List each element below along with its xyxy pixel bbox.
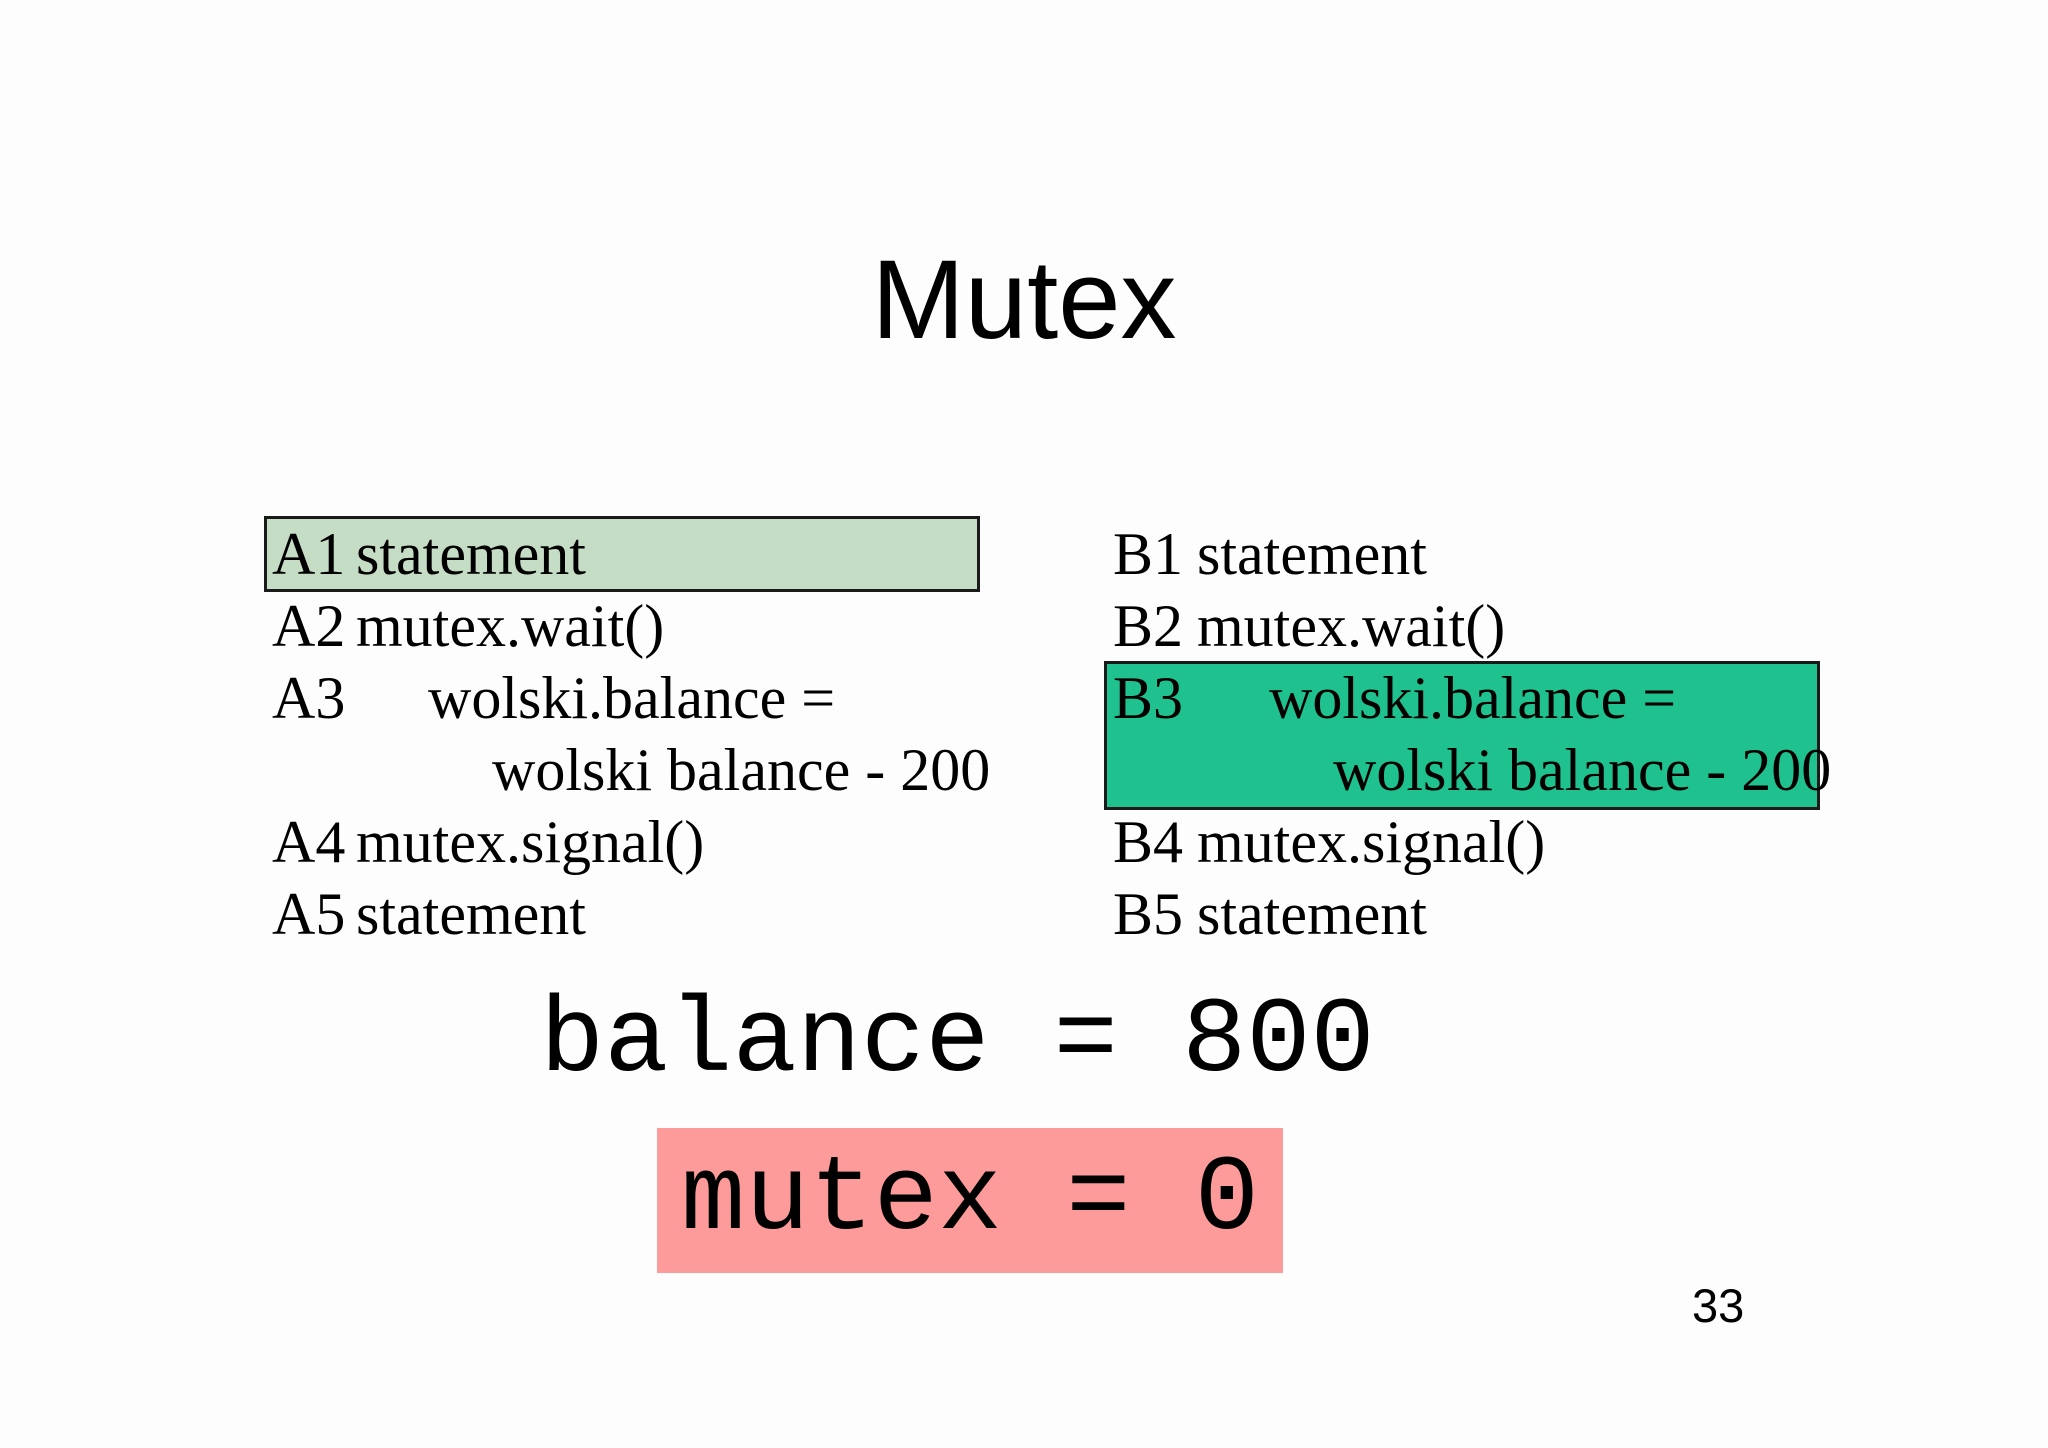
line-text: statement [356, 881, 586, 947]
line-text: wolski balance - 200 [1333, 737, 1832, 803]
line-text: mutex.signal() [356, 809, 705, 875]
highlight-box-b3 [1104, 661, 1820, 810]
line-label: B5 [1113, 881, 1184, 947]
line-label: A2 [272, 593, 346, 659]
line-label: B1 [1113, 521, 1184, 587]
line-text: mutex.signal() [1197, 809, 1546, 875]
mutex-value: mutex = 0 [681, 1140, 1259, 1261]
line-text: wolski.balance = [428, 665, 836, 731]
line-label: B2 [1113, 593, 1184, 659]
code-line-b3-continued: wolski balance - 200 [1105, 734, 1831, 806]
line-text: statement [356, 521, 586, 587]
line-text: mutex.wait() [1197, 593, 1506, 659]
line-text: statement [1197, 881, 1427, 947]
line-label: A5 [272, 881, 346, 947]
code-line-a3: A3 wolski.balance = [266, 662, 990, 734]
line-text: mutex.wait() [356, 593, 665, 659]
code-line-a3-continued: wolski balance - 200 [266, 734, 990, 806]
line-label: A1 [272, 521, 346, 587]
mutex-value-box: mutex = 0 [657, 1128, 1283, 1273]
line-text: wolski.balance = [1269, 665, 1677, 731]
page-number: 33 [1692, 1279, 1745, 1332]
line-label: B3 [1113, 665, 1184, 731]
line-text: wolski balance - 200 [492, 737, 991, 803]
highlight-box-a1 [264, 516, 980, 592]
slide-title: Mutex [871, 237, 1177, 362]
line-text: statement [1197, 521, 1427, 587]
line-label: A3 [272, 665, 346, 731]
line-label: A4 [272, 809, 346, 875]
line-label: B4 [1113, 809, 1184, 875]
balance-value: balance = 800 [540, 982, 1375, 1103]
code-line-b3: B3 wolski.balance = [1105, 662, 1831, 734]
